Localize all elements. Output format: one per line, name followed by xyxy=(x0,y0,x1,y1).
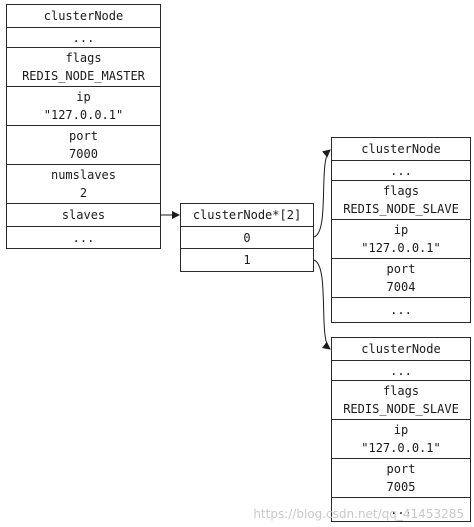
slave2-ip-field: ip"127.0.0.1" xyxy=(331,419,471,459)
master-ip-field: ip"127.0.0.1" xyxy=(6,86,161,126)
slave2-dots-bottom: ... xyxy=(331,497,471,522)
master-title: clusterNode xyxy=(6,4,161,28)
slave1-title: clusterNode xyxy=(331,137,471,161)
index1-to-slave2-arrow xyxy=(313,259,331,350)
watermark-text: https://blog.csdn.net/qq_41453285 xyxy=(253,507,464,521)
index0-to-slave1-arrow xyxy=(313,149,331,238)
array-index-1: 1 xyxy=(180,248,314,272)
master-slaves-field: slaves xyxy=(6,203,161,227)
slave1-ip-field: ip"127.0.0.1" xyxy=(331,219,471,259)
slave1-dots-bottom: ... xyxy=(331,297,471,323)
array-title: clusterNode*[2] xyxy=(180,203,314,227)
master-dots-bottom: ... xyxy=(6,226,161,249)
